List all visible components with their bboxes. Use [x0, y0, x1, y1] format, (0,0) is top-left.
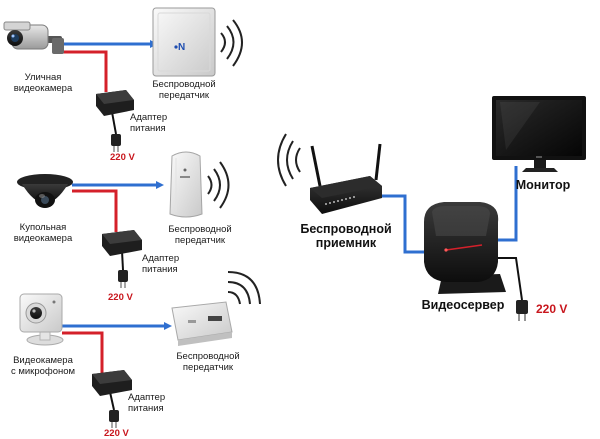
wifi-waves-icon	[227, 271, 261, 305]
server-voltage-label: 220 V	[536, 302, 568, 316]
voltage-label-1: 220 V	[110, 152, 135, 163]
voltage-label-3: 220 V	[104, 428, 129, 439]
power-lines	[60, 50, 118, 373]
power-adapter-icon	[92, 370, 132, 396]
wifi-waves-icon	[277, 133, 301, 187]
wifi-waves-icon	[220, 19, 243, 67]
power-plug-icon	[118, 270, 128, 288]
signal-lines	[60, 40, 518, 330]
bullet-camera-icon	[3, 21, 64, 54]
cube-camera-icon	[19, 293, 64, 346]
panel-antenna-icon: N	[152, 7, 216, 77]
power-line-camera-3	[62, 331, 104, 373]
video-server-icon	[424, 202, 506, 294]
router-icon	[310, 143, 382, 214]
power-line-camera-2	[72, 189, 118, 232]
power-line-camera-1	[60, 50, 108, 92]
server-label: Видеосервер	[421, 298, 505, 312]
power-adapter-icon	[102, 230, 142, 256]
svg-text:N: N	[178, 42, 185, 53]
signal-line-receiver-server	[380, 194, 428, 254]
dome-camera-icon	[17, 174, 73, 208]
monitor-label: Монитор	[515, 178, 571, 192]
signal-arrow-3	[164, 322, 172, 330]
voltage-label-2: 220 V	[108, 292, 133, 303]
power-adapter-icon	[96, 90, 134, 116]
signal-line-server-monitor	[490, 166, 518, 242]
wifi-waves-icon	[207, 161, 230, 209]
power-plug-icon	[109, 410, 119, 428]
power-plug-icon	[111, 134, 121, 152]
outdoor-bridge-icon	[169, 151, 203, 218]
wireless-adapter-icon	[171, 301, 233, 346]
monitor-icon	[492, 96, 586, 172]
signal-arrow-2	[156, 181, 164, 189]
power-plug-icon	[516, 300, 528, 321]
